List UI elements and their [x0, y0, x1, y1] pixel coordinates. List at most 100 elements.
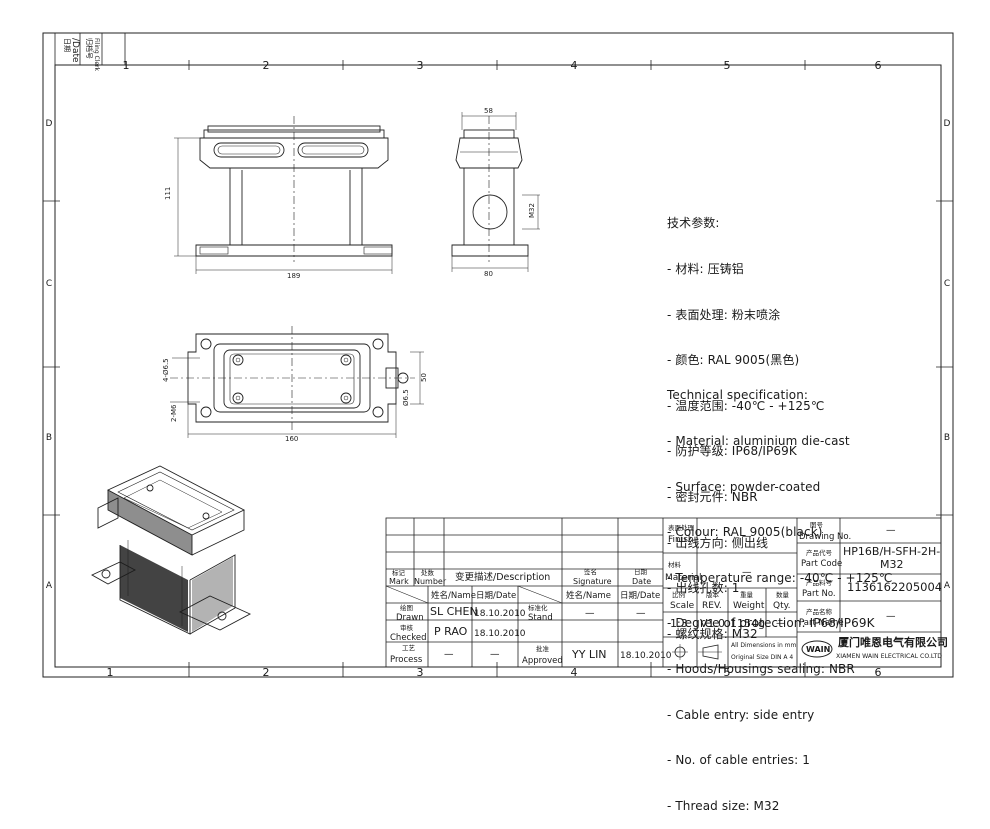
tb-checked-date: 18.10.2010 [474, 629, 526, 639]
zone-top-2: 2 [262, 59, 270, 72]
drawing-canvas: 111 189 58 80 M32 [42, 32, 954, 678]
spec-cn-item: - 出线方向: 侧出线 [667, 535, 769, 550]
strip-filing-en: Filing Clerk [93, 38, 100, 72]
zone-left-D: D [45, 119, 53, 129]
spec-cn-item: - 出线孔数: 1 [667, 581, 740, 596]
dim-hole-6-5: Ø6.5 [402, 389, 410, 406]
zone-right-A: A [943, 581, 951, 591]
tb-part-name-en: Part Name [799, 618, 844, 628]
tb-material-cn: 材料 [668, 561, 681, 569]
spec-en-title: Technical specification: [667, 388, 809, 403]
tb-drawn-cn: 绘图 [400, 604, 413, 612]
spec-en-item: - Cable entry: side entry [667, 707, 815, 722]
tb-signature-en: Signature [573, 577, 612, 586]
zone-left-B: B [45, 433, 53, 443]
tb-scale-value: 1:3 [670, 617, 688, 630]
dim-side-top-width: 58 [484, 107, 493, 115]
projection-symbol [672, 644, 722, 660]
tb-drawn-name: SL CHEN [430, 605, 478, 618]
dim-front-width: 189 [287, 272, 300, 280]
tb-stand-name: — [585, 608, 595, 619]
spec-cn-item: - 颜色: RAL 9005(黑色) [667, 353, 800, 368]
tb-drawing-no-en: Drawing No. [799, 532, 852, 542]
spec-en-item: - Surface: powder-coated [667, 479, 821, 494]
tb-qty-en: Qty. [773, 601, 791, 611]
tb-weight-en: Weight [733, 601, 765, 611]
dim-holes-4x: 4-Ø6.5 [162, 358, 170, 382]
zone-top-5: 5 [723, 59, 731, 72]
tb-drawing-no-value: — [886, 525, 896, 536]
tb-weight-value: 1154g [730, 617, 765, 630]
tb-rev-cn: 版本 [706, 591, 719, 599]
wain-logo [801, 640, 833, 658]
outer-frame [42, 32, 954, 678]
zone-left-C: C [45, 279, 53, 289]
dim-front-height: 111 [164, 187, 172, 200]
tb-company-cn: 厦门唯恩电气有限公司 [838, 636, 948, 649]
tb-finish-cn: 表面处理 [668, 524, 694, 532]
spec-cn-item: - 螺纹规格: M32 [667, 626, 758, 641]
spec-en-item: - Hoods/Housings sealing: NBR [667, 662, 855, 677]
tb-qty-value: — [776, 618, 786, 629]
plan-view [170, 326, 424, 438]
tb-approved-name: YY LIN [572, 648, 607, 661]
tb-signature-cn: 签名 [584, 568, 597, 576]
tb-date-en: Date [632, 577, 652, 586]
filing-strip [54, 32, 126, 66]
zone-top-4: 4 [570, 59, 578, 72]
zone-top-3: 3 [416, 59, 424, 72]
spec-cn-item: - 表面处理: 粉末喷涂 [667, 307, 781, 322]
dim-plan-width: 160 [285, 435, 298, 443]
tb-name-header-2: 姓名/Name [566, 591, 611, 601]
tb-number-cn: 处数 [421, 569, 434, 577]
tb-part-code-value-line2: M32 [880, 558, 904, 571]
tb-process-name: — [444, 649, 454, 660]
tb-part-code-value: HP16B/H-SFH-2H- [843, 545, 941, 558]
side-view [451, 112, 540, 272]
tb-scale-cn: 比例 [672, 591, 685, 599]
tb-process-en: Process [390, 655, 423, 665]
tb-part-code-en: Part Code [801, 559, 843, 569]
tb-drawn-date: 18.10.2010 [474, 609, 526, 619]
spec-en-item: - Degree of protection: IP68/IP69K [667, 616, 875, 631]
isometric-shading [108, 490, 233, 632]
front-view [174, 116, 393, 274]
tb-scale-en: Scale [670, 601, 695, 611]
tb-process-date: — [490, 649, 500, 660]
tb-checked-name: P RAO [434, 625, 468, 638]
spec-en-item: - Material: aluminium die-cast [667, 434, 850, 449]
tb-approved-cn: 批准 [536, 645, 549, 653]
tb-material-en: Material [665, 573, 702, 583]
spec-en-item: - No. of cable entries: 1 [667, 753, 810, 768]
zone-right-D: D [943, 119, 951, 129]
spec-en-item: - Temperature range: -40℃ - +125℃ [667, 570, 893, 585]
zone-bottom-1: 1 [106, 666, 114, 679]
tb-units-note-2: Original Size DIN A 4 [731, 654, 794, 661]
tb-units-note-1: All Dimensions in mm [731, 642, 797, 649]
tb-mark-cn: 标记 [392, 569, 405, 577]
tb-date-header-1: 日期/Date [476, 591, 517, 601]
tb-approved-date: 18.10.2010 [620, 651, 672, 661]
dim-side-width: 80 [484, 270, 493, 278]
tb-part-name-cn: 产品名称 [806, 608, 832, 616]
tb-part-name-value: — [886, 611, 896, 622]
tb-date-header-2: 日期/Date [620, 591, 661, 601]
title-block-grid [385, 517, 942, 668]
spec-cn-item: - 防护等级: IP68/IP69K [667, 444, 797, 459]
tb-part-no-value: 1136162205004 [847, 580, 943, 594]
tb-description: 变更描述/Description [455, 572, 551, 583]
tb-stand-cn: 标准化 [528, 604, 548, 612]
tb-drawing-no-cn: 图号 [810, 521, 823, 529]
zone-top-1: 1 [122, 59, 130, 72]
tb-part-no-cn: 产品料号 [806, 579, 832, 587]
tb-stand-date: — [636, 608, 646, 619]
tb-material-value: — [742, 567, 752, 578]
zone-bottom-2: 2 [262, 666, 270, 679]
zone-bottom-3: 3 [416, 666, 424, 679]
tb-approved-en: Approved [522, 656, 563, 666]
zone-left-A: A [45, 581, 53, 591]
zone-right-B: B [943, 433, 951, 443]
zone-right-C: C [943, 279, 951, 289]
zone-ticks [43, 60, 953, 677]
tb-checked-cn: 审核 [400, 624, 413, 632]
